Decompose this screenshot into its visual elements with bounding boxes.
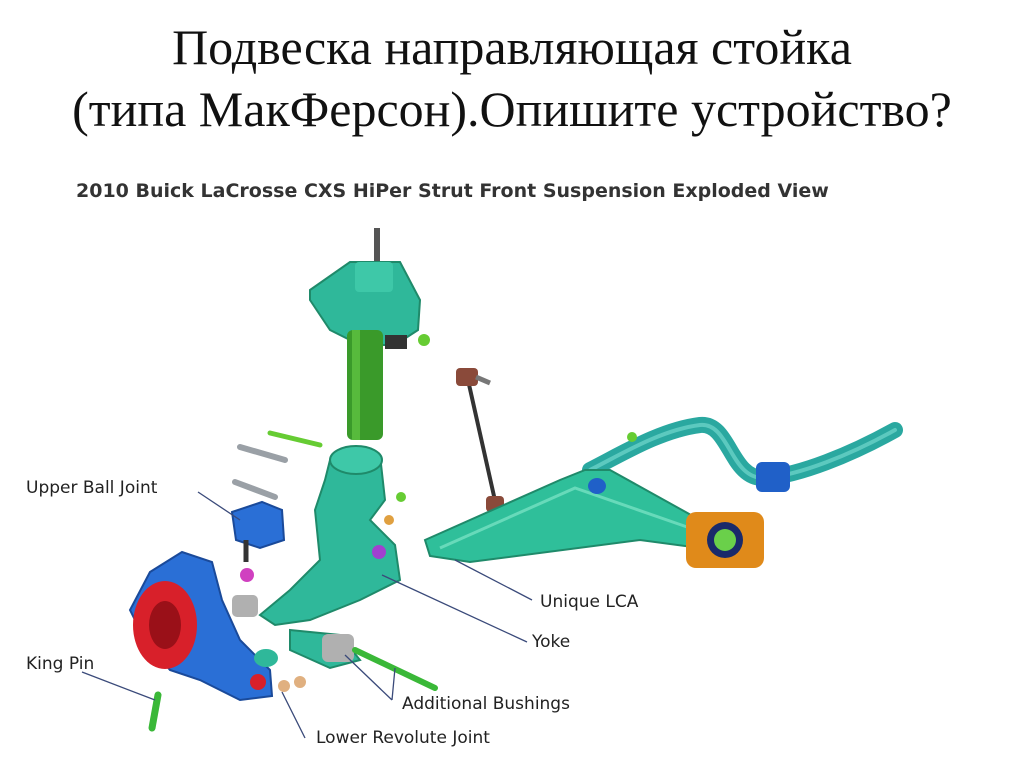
callout-lower-revolute-joint: Lower Revolute Joint (316, 728, 490, 748)
steering-knuckle (128, 550, 274, 702)
lower-revolute-joint-parts (254, 649, 306, 692)
callout-upper-ball-joint: Upper Ball Joint (26, 478, 158, 498)
lower-control-arm (423, 469, 764, 568)
leader-yoke (381, 574, 528, 643)
diagram-title: 2010 Buick LaCrosse CXS HiPer Strut Fron… (76, 180, 829, 202)
stabilizer-link (456, 368, 504, 512)
slide-title: Подвеска направляющая стойка (типа МакФе… (0, 16, 1024, 140)
king-pin (148, 691, 162, 732)
leader-king-pin (81, 671, 156, 701)
stabilizer-bar (582, 417, 903, 492)
leader-lines (81, 491, 533, 739)
callout-additional-bushings: Additional Bushings (402, 694, 570, 714)
callout-yoke: Yoke (532, 632, 571, 652)
leader-upper-ball-joint (197, 491, 241, 521)
slide-title-line-1: Подвеска направляющая стойка (172, 19, 852, 75)
callout-unique-lca: Unique LCA (540, 592, 639, 612)
upper-ball-joint (230, 500, 286, 582)
yoke-bushing (322, 634, 354, 662)
stabilizer-bushing (756, 462, 790, 492)
leader-additional-bushings-2 (391, 667, 396, 701)
callout-king-pin: King Pin (26, 654, 95, 674)
stabilizer-fastener (627, 432, 637, 442)
leader-unique-lca (454, 559, 533, 601)
slide-title-line-2: (типа МакФерсон).Опишите устройство? (72, 81, 952, 137)
leader-additional-bushings-1 (344, 654, 393, 701)
leader-lower-revolute-joint (281, 691, 306, 739)
strut-assembly (309, 228, 430, 440)
yoke (258, 445, 438, 691)
